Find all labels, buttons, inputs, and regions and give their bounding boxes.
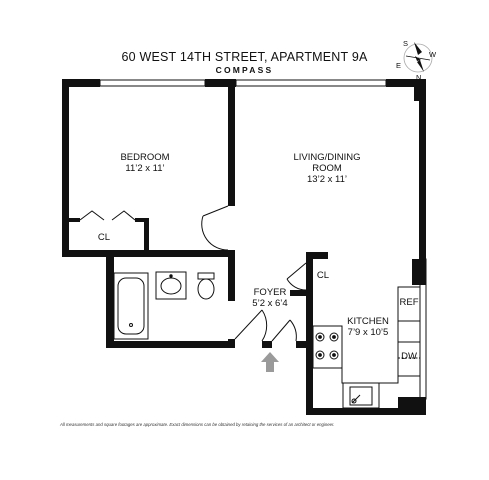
bedroom-label: BEDROOM 11’2 x 11’ xyxy=(100,152,190,174)
bedroom-door xyxy=(201,205,229,251)
compass-letter-e: E xyxy=(396,61,402,70)
compass-letter-s: S xyxy=(403,39,409,48)
living-dims: 13’2 x 11’ xyxy=(307,174,347,185)
entry-door xyxy=(271,319,297,342)
bath-door xyxy=(234,309,268,342)
foyer-closet-door xyxy=(286,262,307,291)
exterior-walls xyxy=(62,79,427,415)
closet-bifold-door xyxy=(79,210,136,221)
entry-arrow-icon xyxy=(261,352,279,372)
compass-letter-w: W xyxy=(429,50,437,59)
living-name-line1: LIVING/DINING xyxy=(293,152,361,163)
bedroom-name: BEDROOM xyxy=(120,152,170,163)
living-room-label: LIVING/DINING ROOM 13’2 x 11’ xyxy=(277,152,377,185)
bath-sink xyxy=(155,271,187,300)
foyer-dims: 5’2 x 6’4 xyxy=(252,298,288,309)
foyer-closet-label: CL xyxy=(316,270,330,281)
bathtub xyxy=(113,272,149,340)
compass-letter-n: N xyxy=(416,73,422,82)
foyer-name: FOYER xyxy=(253,287,287,298)
kitchen-sink xyxy=(349,386,373,406)
compass-rose-icon xyxy=(403,42,433,73)
bedroom-closet-label: CL xyxy=(97,232,111,243)
dishwasher-label: DW xyxy=(401,351,417,362)
foyer-label: FOYER 5’2 x 6’4 xyxy=(240,287,300,309)
stove xyxy=(312,325,343,369)
toilet xyxy=(197,272,215,300)
bedroom-dims: 11’2 x 11’ xyxy=(125,163,165,174)
page-title: 60 WEST 14TH STREET, APARTMENT 9A xyxy=(121,50,368,64)
kitchen-counter xyxy=(313,286,421,409)
kitchen-label: KITCHEN 7’9 x 10’5 xyxy=(336,316,400,338)
kitchen-name: KITCHEN xyxy=(347,316,389,327)
kitchen-dims: 7’9 x 10’5 xyxy=(347,327,389,338)
refrigerator-label: REF xyxy=(399,297,419,308)
brand-logo: COMPASS xyxy=(215,65,274,75)
living-name-line2: ROOM xyxy=(312,163,342,174)
disclaimer: All measurements and square footages are… xyxy=(60,422,335,427)
